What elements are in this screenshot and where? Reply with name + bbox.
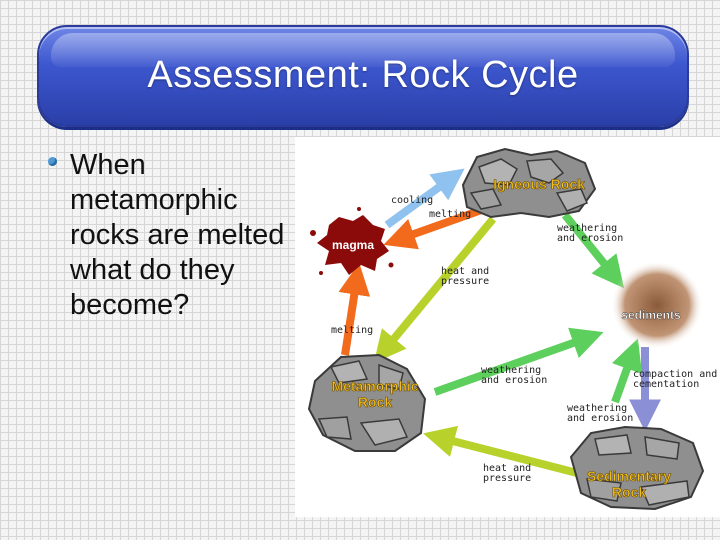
arrow-heat-2 xyxy=(423,425,578,477)
label-heat-1b: pressure xyxy=(441,276,489,287)
arrow-weathering-2 xyxy=(433,327,604,396)
label-heat-2b: pressure xyxy=(483,473,531,484)
igneous-label: Igneous Rock xyxy=(493,176,585,192)
label-compaction-a: compaction and xyxy=(633,369,717,380)
arrow-weathering-3 xyxy=(611,338,643,404)
label-weathering-3a: weathering xyxy=(567,403,627,414)
label-weathering-1b: and erosion xyxy=(557,233,623,244)
slide-title: Assessment: Rock Cycle xyxy=(147,54,579,96)
bullet-dot-icon xyxy=(48,157,57,166)
sediments-label: sediments xyxy=(621,308,681,322)
arrow-melting-top xyxy=(383,203,492,250)
bullet-question: When metamorphic rocks are melted what d… xyxy=(70,149,285,321)
sedimentary-label-2: Rock xyxy=(612,484,646,500)
sedimentary-rock-node: Sedimentary Rock xyxy=(569,425,705,511)
arrow-heat-1 xyxy=(373,216,497,364)
label-heat-1a: heat and xyxy=(441,266,489,277)
label-weathering-2a: weathering xyxy=(481,365,541,376)
label-weathering-2b: and erosion xyxy=(481,375,547,386)
sedimentary-label-1: Sedimentary xyxy=(587,468,671,484)
label-cooling: cooling xyxy=(391,195,433,206)
magma-label: magma xyxy=(332,238,374,252)
slide-title-bar: Assessment: Rock Cycle xyxy=(37,25,689,127)
arrow-weathering-1 xyxy=(561,212,625,289)
label-melting-top: melting xyxy=(429,209,471,220)
rock-cycle-diagram: Igneous Rock magma sediments Metamorphic… xyxy=(295,137,720,517)
label-melting-left: melting xyxy=(331,325,373,336)
label-weathering-1a: weathering xyxy=(557,223,617,234)
magma-node: magma xyxy=(310,207,394,275)
arrow-cooling xyxy=(384,168,465,229)
igneous-rock-node: Igneous Rock xyxy=(461,147,597,219)
sediments-node: sediments xyxy=(611,261,703,349)
label-heat-2a: heat and xyxy=(483,463,531,474)
metamorphic-label-2: Rock xyxy=(358,394,392,410)
metamorphic-label-1: Metamorphic xyxy=(331,378,418,394)
arrow-melting-left xyxy=(338,262,371,356)
label-compaction-b: cementation xyxy=(633,379,699,390)
label-weathering-3b: and erosion xyxy=(567,413,633,424)
metamorphic-rock-node: Metamorphic Rock xyxy=(307,353,427,452)
